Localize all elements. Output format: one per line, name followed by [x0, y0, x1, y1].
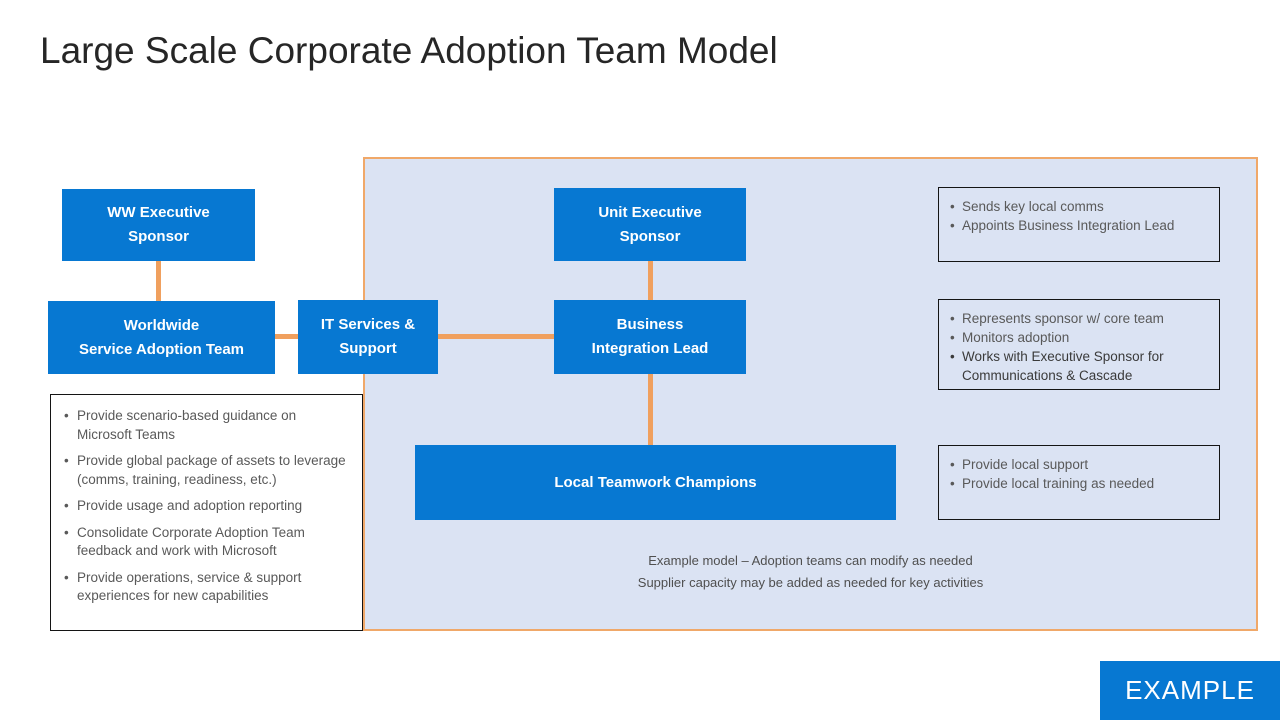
list-item: Monitors adoption: [947, 328, 1211, 347]
footer-note-line: Supplier capacity may be added as needed…: [637, 575, 984, 590]
bullet-list: Represents sponsor w/ core team Monitors…: [947, 309, 1211, 385]
bullet-list: Sends key local comms Appoints Business …: [947, 197, 1211, 235]
list-item: Consolidate Corporate Adoption Team feed…: [61, 524, 354, 561]
node-label-line: IT Services &: [320, 316, 416, 333]
panel-footer-notes: Example model – Adoption teams can modif…: [363, 550, 1258, 594]
node-label-line: Integration Lead: [591, 340, 709, 357]
connector-worldwide-to-it: [275, 334, 298, 339]
connector-ww-exec-to-worldwide: [156, 261, 161, 301]
list-item: Provide operations, service & support ex…: [61, 569, 354, 606]
list-item: Provide usage and adoption reporting: [61, 497, 354, 516]
connector-it-to-biz-lead: [438, 334, 556, 339]
connector-biz-lead-to-champions: [648, 374, 653, 445]
list-item: Provide local support: [947, 455, 1211, 474]
example-badge-label: EXAMPLE: [1125, 675, 1255, 705]
unit-exec-responsibilities-box: Sends key local comms Appoints Business …: [938, 187, 1220, 262]
node-unit-executive-sponsor: Unit Executive Sponsor: [554, 188, 746, 261]
bullet-list: Provide scenario-based guidance on Micro…: [61, 407, 354, 606]
page-title: Large Scale Corporate Adoption Team Mode…: [40, 30, 778, 71]
list-item: Sends key local comms: [947, 197, 1211, 216]
node-label-line: Business: [616, 316, 684, 333]
worldwide-team-responsibilities-box: Provide scenario-based guidance on Micro…: [50, 394, 363, 631]
node-label-line: Sponsor: [128, 228, 189, 245]
node-label-line: Local Teamwork Champions: [554, 473, 757, 491]
bullet-list: Provide local support Provide local trai…: [947, 455, 1211, 493]
node-it-services-support: IT Services & Support: [298, 300, 438, 374]
footer-note-line: Example model – Adoption teams can modif…: [648, 553, 973, 568]
node-label-line: WW Executive: [107, 204, 210, 221]
node-label-line: Support: [339, 340, 397, 357]
list-item: Provide global package of assets to leve…: [61, 452, 354, 489]
list-item: Provide scenario-based guidance on Micro…: [61, 407, 354, 444]
node-label-line: Unit Executive: [598, 203, 702, 221]
node-label-line: Worldwide: [123, 316, 200, 334]
node-local-teamwork-champions: Local Teamwork Champions: [415, 445, 896, 520]
connector-unit-exec-to-biz-lead: [648, 261, 653, 300]
example-badge: EXAMPLE: [1100, 661, 1280, 720]
list-item: Appoints Business Integration Lead: [947, 216, 1211, 235]
node-label-line: Service Adoption Team: [78, 340, 245, 358]
node-business-integration-lead: Business Integration Lead: [554, 300, 746, 374]
biz-lead-responsibilities-box: Represents sponsor w/ core team Monitors…: [938, 299, 1220, 390]
champions-responsibilities-box: Provide local support Provide local trai…: [938, 445, 1220, 520]
node-worldwide-service-adoption-team: Worldwide Service Adoption Team: [48, 301, 275, 374]
list-item: Works with Executive Sponsor for Communi…: [947, 347, 1211, 385]
node-ww-executive-sponsor: WW Executive Sponsor: [62, 189, 255, 261]
list-item: Provide local training as needed: [947, 474, 1211, 493]
node-label-line: Sponsor: [619, 227, 681, 245]
list-item: Represents sponsor w/ core team: [947, 309, 1211, 328]
